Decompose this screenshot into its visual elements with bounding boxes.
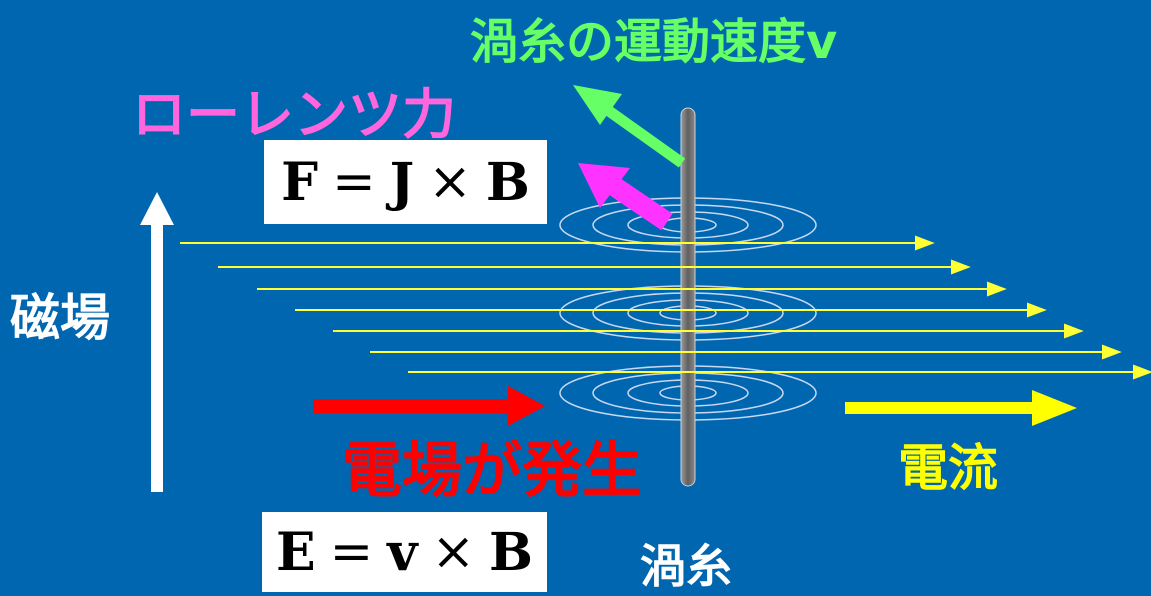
- equation-operator: ×: [431, 522, 476, 582]
- equation-operator: ×: [428, 152, 472, 212]
- vortex-rod: [680, 107, 696, 487]
- equation-symbol: B: [485, 151, 530, 213]
- equation-symbol: E: [276, 521, 316, 583]
- current-line: [295, 302, 1047, 318]
- lorentz-force-arrow: [578, 163, 673, 231]
- current-line: [408, 364, 1151, 380]
- equation-symbol: B: [489, 521, 533, 583]
- lorentz-force-label: ローレンツ力: [132, 83, 456, 146]
- velocity-arrow: [573, 85, 686, 168]
- current-line: [257, 281, 1007, 297]
- equation-operator: =: [332, 152, 376, 212]
- current-arrow: [845, 390, 1077, 426]
- current-line: [370, 344, 1122, 360]
- equation-symbol: J: [389, 151, 415, 213]
- current-line: [180, 235, 935, 251]
- current-line: [218, 259, 971, 275]
- equation-symbol: F: [281, 151, 319, 213]
- magnetic-field-label: 磁場: [10, 289, 110, 347]
- velocity-label: 渦糸の運動速度v: [470, 14, 838, 70]
- current-lines: [180, 235, 1151, 380]
- electric-field-equation: E = v × B: [262, 512, 547, 592]
- lorentz-force-equation: F = J × B: [264, 140, 547, 224]
- vortex-label: 渦糸: [640, 539, 732, 593]
- magnetic-field-arrow: [140, 192, 174, 492]
- equation-operator: =: [329, 522, 374, 582]
- current-line: [333, 323, 1084, 339]
- current-label: 電流: [898, 439, 998, 497]
- electric-field-arrow: [313, 386, 545, 426]
- electric-field-label: 電場が発生: [342, 436, 642, 506]
- equation-symbol: v: [387, 521, 418, 583]
